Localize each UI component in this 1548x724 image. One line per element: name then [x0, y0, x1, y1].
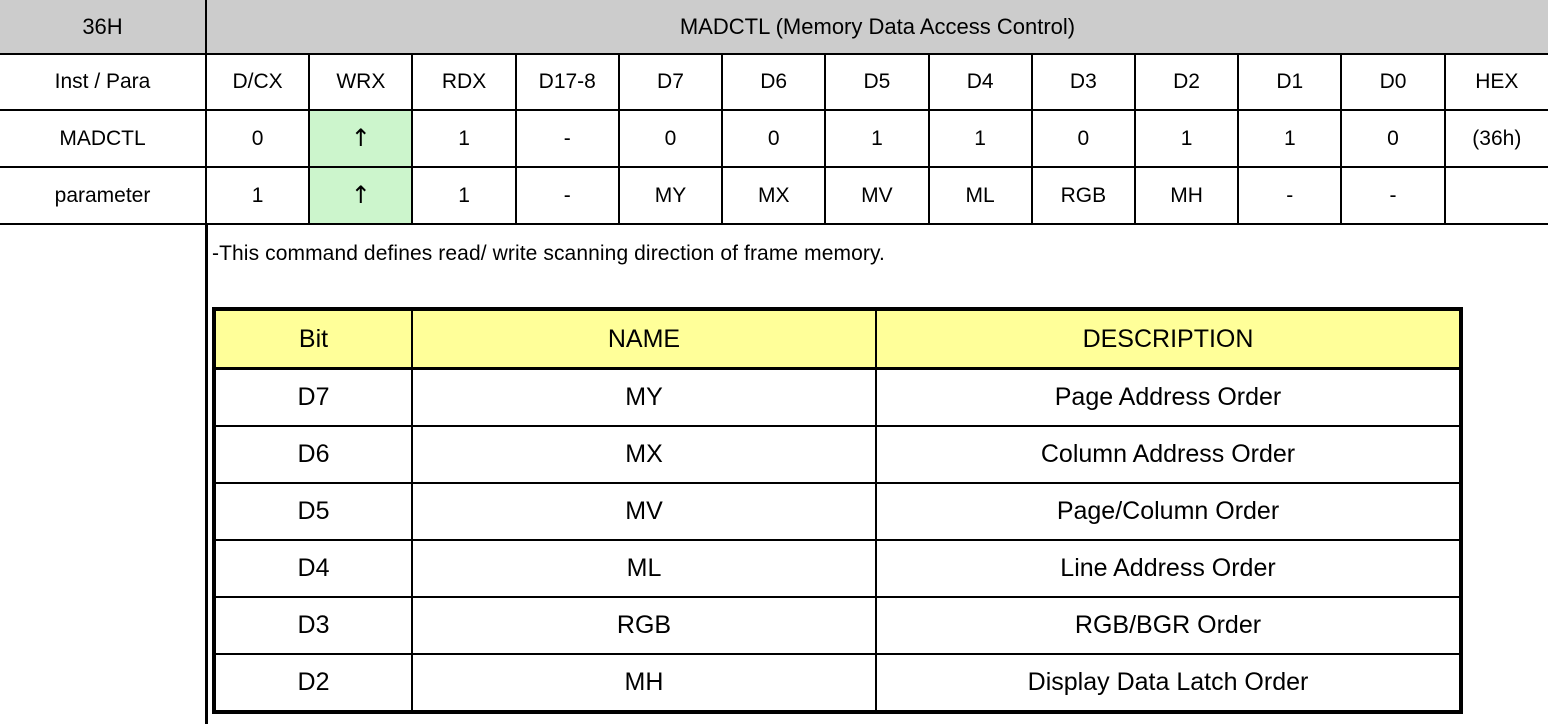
madctl-hex: (36h)	[1443, 109, 1548, 168]
madctl-d1: 1	[1237, 109, 1343, 168]
col-header-inst-para: Inst / Para	[0, 53, 207, 111]
parameter-d1: -	[1237, 166, 1343, 225]
col-header-d5: D5	[824, 53, 930, 111]
madctl-rdx: 1	[411, 109, 517, 168]
command-description-note: -This command defines read/ write scanni…	[212, 242, 885, 265]
parameter-dcx: 1	[204, 166, 311, 225]
bit-cell: D3	[216, 596, 413, 655]
parameter-d7: MY	[617, 166, 724, 225]
col-header-d1: D1	[1237, 53, 1343, 111]
madctl-d4: 1	[927, 109, 1033, 168]
description-cell: Display Data Latch Order	[875, 653, 1459, 710]
col-header-d17-8: D17-8	[514, 53, 620, 111]
row-label-parameter: parameter	[0, 166, 207, 225]
madctl-d7: 0	[617, 109, 724, 168]
madctl-d3: 0	[1030, 109, 1136, 168]
parameter-d5: MV	[824, 166, 930, 225]
table-row: D3 RGB RGB/BGR Order	[216, 596, 1459, 655]
col-header-wrx: WRX	[308, 53, 414, 111]
col-header-d0: D0	[1340, 53, 1446, 111]
name-cell: MX	[411, 425, 877, 484]
parameter-d2: MH	[1133, 166, 1240, 225]
madctl-wrx: ↑	[308, 109, 414, 168]
bit-table-header-name: NAME	[411, 311, 877, 370]
bit-cell: D4	[216, 539, 413, 598]
name-cell: ML	[411, 539, 877, 598]
command-code-cell: 36H	[0, 0, 207, 55]
description-cell: Line Address Order	[875, 539, 1459, 598]
row-label-madctl: MADCTL	[0, 109, 207, 168]
name-cell: MY	[411, 367, 877, 427]
table-row: D2 MH Display Data Latch Order	[216, 653, 1459, 710]
col-header-d7: D7	[617, 53, 724, 111]
parameter-d6: MX	[721, 166, 827, 225]
parameter-d17-8: -	[514, 166, 620, 225]
bit-cell: D7	[216, 367, 413, 427]
bit-cell: D2	[216, 653, 413, 710]
col-header-hex: HEX	[1443, 53, 1548, 111]
command-signal-table: 36H MADCTL (Memory Data Access Control) …	[0, 0, 1548, 225]
bit-cell: D5	[216, 482, 413, 541]
parameter-wrx: ↑	[308, 166, 414, 225]
col-header-d6: D6	[721, 53, 827, 111]
signal-row-parameter: parameter 1 ↑ 1 - MY MX MV ML RGB MH - -	[0, 166, 1548, 225]
table-row: D4 ML Line Address Order	[216, 539, 1459, 598]
parameter-d3: RGB	[1030, 166, 1136, 225]
name-cell: MH	[411, 653, 877, 710]
madctl-d17-8: -	[514, 109, 620, 168]
table-row: D5 MV Page/Column Order	[216, 482, 1459, 541]
description-cell: RGB/BGR Order	[875, 596, 1459, 655]
description-cell: Page/Column Order	[875, 482, 1459, 541]
madctl-dcx: 0	[204, 109, 311, 168]
name-cell: MV	[411, 482, 877, 541]
rising-edge-arrow-icon: ↑	[350, 123, 371, 152]
col-header-d2: D2	[1133, 53, 1240, 111]
left-column-divider	[205, 224, 208, 724]
signal-column-header-row: Inst / Para D/CX WRX RDX D17-8 D7 D6 D5 …	[0, 53, 1548, 111]
madctl-d0: 0	[1340, 109, 1446, 168]
signal-row-madctl: MADCTL 0 ↑ 1 - 0 0 1 1 0 1 1 0 (36h)	[0, 109, 1548, 168]
command-title-cell: MADCTL (Memory Data Access Control)	[205, 0, 1548, 55]
bit-definition-table: Bit NAME DESCRIPTION D7 MY Page Address …	[212, 307, 1463, 714]
bit-cell: D6	[216, 425, 413, 484]
col-header-rdx: RDX	[411, 53, 517, 111]
col-header-d3: D3	[1030, 53, 1136, 111]
madctl-d5: 1	[824, 109, 930, 168]
table-row: D6 MX Column Address Order	[216, 425, 1459, 484]
bit-table-header-row: Bit NAME DESCRIPTION	[216, 311, 1459, 370]
name-cell: RGB	[411, 596, 877, 655]
parameter-rdx: 1	[411, 166, 517, 225]
rising-edge-arrow-icon: ↑	[350, 180, 371, 209]
bit-table-header-description: DESCRIPTION	[875, 311, 1459, 370]
madctl-d2: 1	[1133, 109, 1240, 168]
bit-table-header-bit: Bit	[216, 311, 413, 370]
parameter-d0: -	[1340, 166, 1446, 225]
col-header-d4: D4	[927, 53, 1033, 111]
description-cell: Page Address Order	[875, 367, 1459, 427]
madctl-d6: 0	[721, 109, 827, 168]
col-header-dcx: D/CX	[204, 53, 311, 111]
description-cell: Column Address Order	[875, 425, 1459, 484]
command-header-row: 36H MADCTL (Memory Data Access Control)	[0, 0, 1548, 55]
table-row: D7 MY Page Address Order	[216, 367, 1459, 427]
parameter-hex	[1443, 166, 1548, 225]
parameter-d4: ML	[927, 166, 1033, 225]
